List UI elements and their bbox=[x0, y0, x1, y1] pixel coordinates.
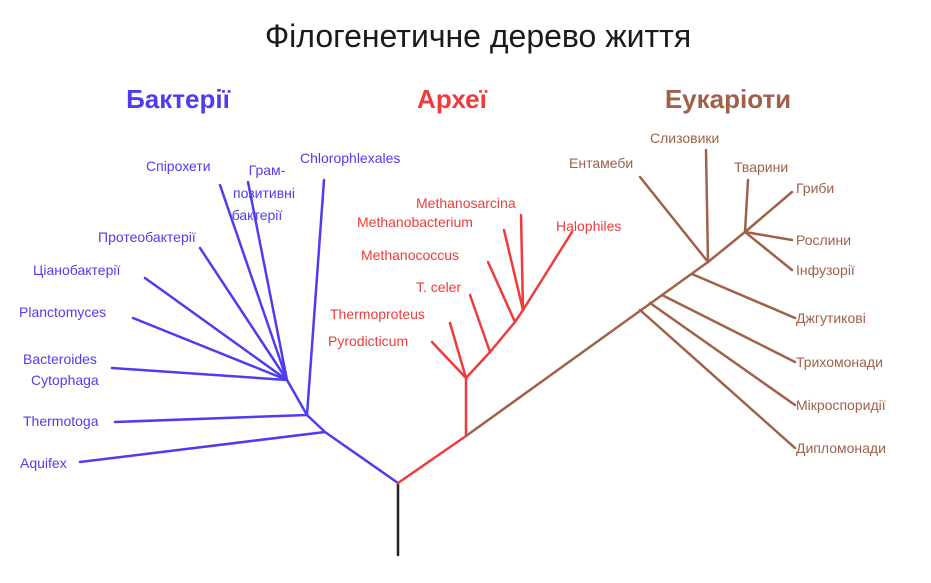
eukaryote-branches bbox=[464, 148, 797, 450]
branch-bacteroides bbox=[110, 366, 289, 382]
branch-plants bbox=[743, 230, 794, 242]
leaf-trichomonads: Трихомонади bbox=[796, 354, 883, 370]
leaf-flagellates: Джгутикові bbox=[796, 310, 866, 326]
leaf-tceler: T. celer bbox=[416, 279, 461, 295]
leaf-gram-positive-3: бактерії bbox=[232, 207, 283, 223]
leaf-fungi: Гриби bbox=[796, 180, 834, 196]
branch-eukaryote-main bbox=[464, 260, 710, 438]
branch-aquifex bbox=[78, 430, 327, 464]
branch-ciliates bbox=[743, 230, 794, 272]
branch-proteobacteria bbox=[198, 246, 289, 382]
leaf-diplomonads: Дипломонади bbox=[796, 440, 886, 456]
branch-cyanobacteria bbox=[143, 276, 289, 382]
leaf-aquifex: Aquifex bbox=[20, 455, 67, 471]
leaf-methanobacterium: Methanobacterium bbox=[357, 214, 473, 230]
archaea-leaves: Methanosarcina Methanobacterium Halophil… bbox=[328, 195, 621, 349]
branch-methanosarcina bbox=[519, 213, 525, 312]
branch-planctomyces bbox=[131, 316, 289, 382]
branch-archaea-inner bbox=[464, 350, 492, 380]
leaf-spirochetes: Спірохети bbox=[146, 158, 211, 174]
leaf-gram-positive-2: позитивні bbox=[233, 185, 295, 201]
branch-archaea-main bbox=[396, 434, 468, 485]
leaf-thermoproteus: Thermoproteus bbox=[330, 306, 425, 322]
leaf-ciliates: Інфузорії bbox=[796, 262, 855, 278]
leaf-planctomyces: Planctomyces bbox=[19, 304, 106, 320]
branch-tceler bbox=[468, 293, 492, 354]
heading-eukaryotes: Еукаріоти bbox=[665, 84, 791, 114]
branch-diplomonads bbox=[638, 308, 797, 450]
leaf-cytophaga: Cytophaga bbox=[31, 372, 99, 388]
leaf-chloroflexales: Chlorophlexales bbox=[300, 150, 400, 166]
bacteria-leaves: Спірохети Грам- позитивні бактерії Chlor… bbox=[19, 150, 400, 471]
branch-methanobacterium bbox=[502, 228, 525, 312]
heading-bacteria: Бактерії bbox=[126, 84, 230, 114]
leaf-pyrodicticum: Pyrodicticum bbox=[328, 333, 408, 349]
leaf-proteobacteria: Протеобактерії bbox=[98, 229, 196, 245]
leaf-plants: Рослини bbox=[796, 232, 851, 248]
leaf-cyanobacteria: Ціанобактерії bbox=[33, 262, 120, 278]
leaf-methanococcus: Methanococcus bbox=[361, 247, 459, 263]
leaf-microsporidia: Мікроспоридії bbox=[796, 397, 886, 413]
archaea-branches bbox=[396, 213, 574, 485]
branch-bacteria-core bbox=[285, 378, 309, 417]
branch-halophiles bbox=[521, 230, 574, 312]
branch-gram-positive bbox=[246, 180, 289, 382]
diagram-title: Філогенетичне дерево життя bbox=[265, 18, 691, 54]
bacteria-branches bbox=[78, 178, 400, 485]
leaf-entamoebae: Ентамеби bbox=[569, 155, 633, 171]
branch-thermoproteus bbox=[448, 321, 468, 380]
branch-fungi bbox=[743, 190, 794, 234]
heading-archaea: Археї bbox=[417, 84, 488, 114]
branch-methanococcus bbox=[486, 260, 517, 324]
branch-entamoebae bbox=[638, 175, 710, 264]
branch-flagellates bbox=[690, 272, 797, 320]
leaf-thermotoga: Thermotoga bbox=[23, 413, 99, 429]
leaf-gram-positive-1: Грам- bbox=[249, 162, 286, 178]
branch-bacteria-inner bbox=[305, 413, 327, 434]
leaf-animals: Тварини bbox=[734, 159, 788, 175]
eukaryote-leaves: Слизовики Ентамеби Тварини Гриби Рослини… bbox=[569, 130, 886, 456]
branch-slime-molds bbox=[704, 148, 710, 264]
branch-bacteria-main bbox=[323, 430, 400, 485]
leaf-slime-molds: Слизовики bbox=[650, 130, 719, 146]
branch-pyrodicticum bbox=[430, 340, 468, 380]
branch-crown bbox=[706, 230, 747, 264]
branch-archaea-inner3 bbox=[513, 308, 525, 324]
branch-archaea-inner2 bbox=[488, 320, 517, 354]
branch-chloroflexales bbox=[305, 178, 326, 417]
leaf-halophiles: Halophiles bbox=[556, 218, 621, 234]
branch-thermotoga bbox=[113, 413, 309, 424]
branch-trichomonads bbox=[660, 293, 797, 364]
branch-microsporidia bbox=[648, 301, 797, 407]
leaf-methanosarcina: Methanosarcina bbox=[416, 195, 516, 211]
branch-animals bbox=[743, 178, 750, 234]
leaf-bacteroides: Bacteroides bbox=[23, 351, 97, 367]
branch-spirochetes bbox=[218, 183, 289, 382]
